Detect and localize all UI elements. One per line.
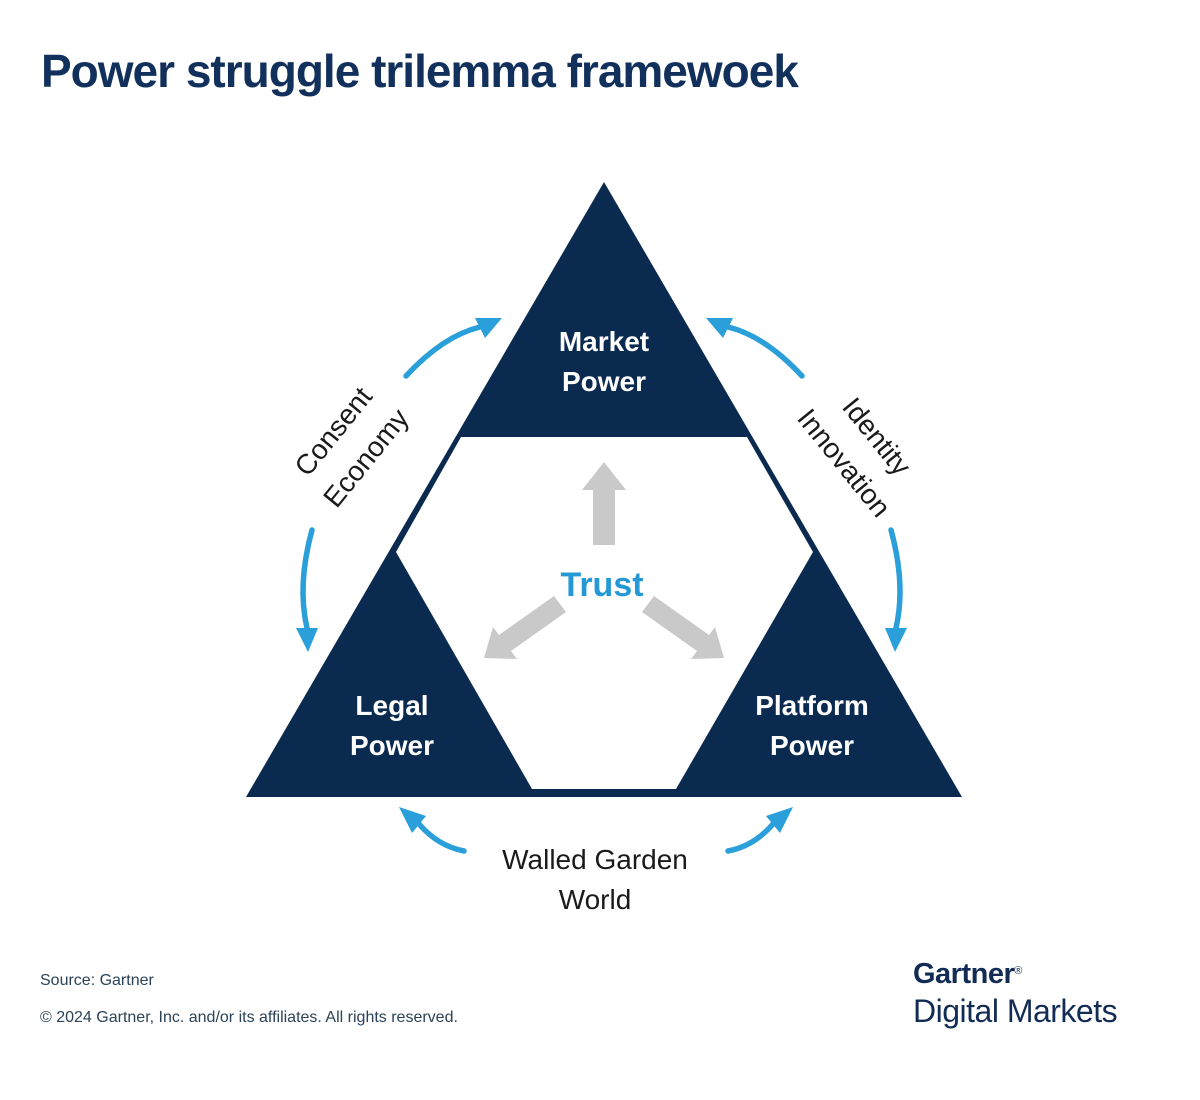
- node-legal-power: Legal Power: [349, 690, 435, 761]
- copyright-note: © 2024 Gartner, Inc. and/or its affiliat…: [40, 1009, 458, 1026]
- registered-mark-icon: ®: [1014, 965, 1022, 977]
- logo-brand-text: Gartner: [913, 958, 1015, 990]
- cycle-arrow-bottom-right: [725, 821, 776, 854]
- cycle-arrow-bottom-left: [416, 821, 467, 854]
- hexagon-center: [396, 437, 813, 789]
- trust-arrow-up-icon: [582, 462, 626, 545]
- cycle-arrow-mid-left: [300, 527, 315, 631]
- logo-division-text: Digital Markets: [913, 993, 1118, 1029]
- node-market-power: Market Power: [558, 326, 650, 397]
- cycle-arrow-upper-right: [725, 324, 805, 379]
- arrowhead-mid-left-icon: [296, 628, 318, 652]
- cycle-arrows-group: [300, 324, 903, 854]
- gartner-digital-markets-logo: Gartner® Digital Markets: [913, 958, 1173, 1030]
- trust-arrow-down-left-icon: [484, 596, 566, 659]
- trust-arrow-down-right-icon: [642, 596, 724, 659]
- arrowhead-mid-right-icon: [885, 628, 907, 652]
- cycle-arrow-mid-right: [888, 527, 903, 631]
- cycle-arrowheads-group: [296, 318, 907, 833]
- logo-brand-line: Gartner®: [913, 958, 1173, 991]
- arrowhead-bottom-left-icon: [399, 807, 426, 833]
- arrowhead-bottom-right-icon: [766, 807, 793, 833]
- source-note: Source: Gartner: [40, 972, 154, 989]
- trust-arrows-group: [484, 462, 724, 659]
- arrowhead-upper-left-icon: [475, 318, 502, 338]
- node-platform-power: Platform Power: [755, 690, 869, 761]
- page-title: Power struggle trilemma framewoek: [41, 45, 799, 97]
- edge-label-walled-garden-world: Walled Garden World: [502, 844, 688, 915]
- cycle-arrow-upper-left: [403, 324, 483, 379]
- center-label-trust: Trust: [560, 566, 644, 604]
- arrowhead-upper-right-icon: [706, 318, 733, 338]
